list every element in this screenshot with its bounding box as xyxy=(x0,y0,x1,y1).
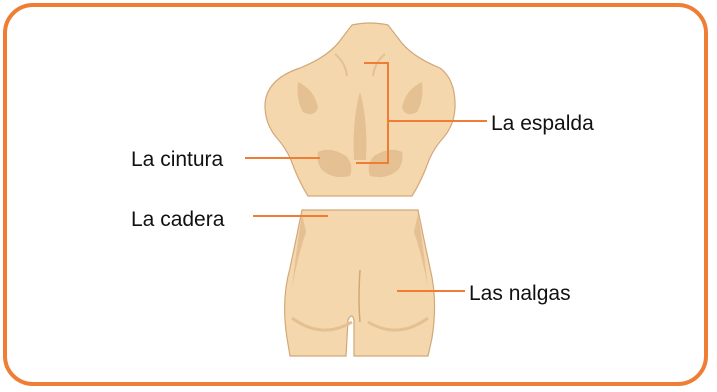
label-waist: La cintura xyxy=(131,148,224,171)
upper-torso xyxy=(264,22,456,197)
lower-body xyxy=(284,209,436,357)
label-back: La espalda xyxy=(491,112,594,135)
rounded-frame xyxy=(3,3,708,386)
label-buttocks: Las nalgas xyxy=(469,282,571,305)
leader-lines xyxy=(245,62,487,292)
label-hip: La cadera xyxy=(131,208,225,231)
back-bracket xyxy=(356,62,389,164)
